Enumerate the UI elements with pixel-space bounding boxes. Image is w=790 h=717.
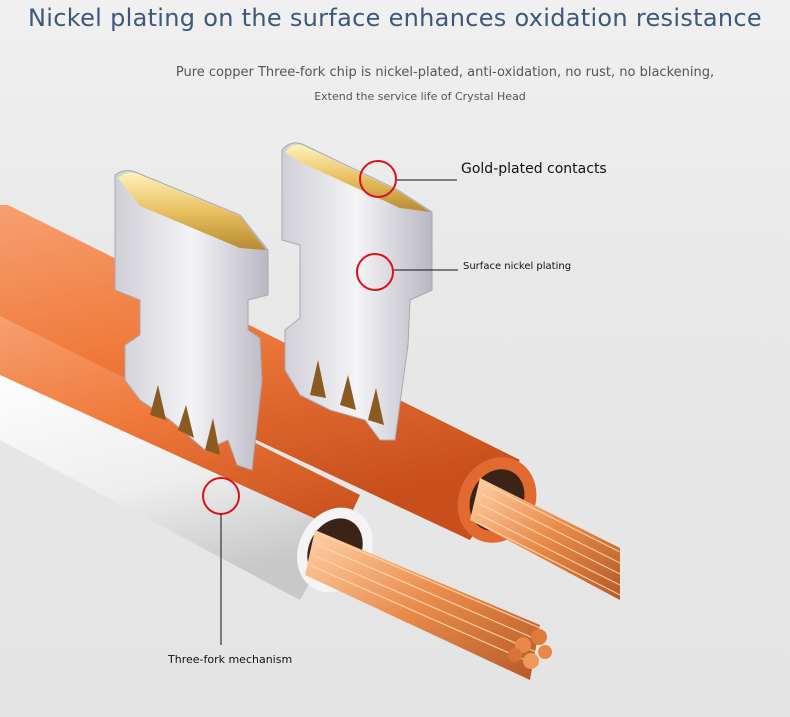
right-contact-blade [281,142,433,441]
subtitle-line-2: Extend the service life of Crystal Head [314,90,526,103]
page-title: Nickel plating on the surface enhances o… [28,4,762,32]
three-fork-label: Three-fork mechanism [168,653,293,666]
left-contact-blade [114,170,269,471]
gold-contacts-label: Gold-plated contacts [461,161,607,177]
lower-copper-strands [305,530,552,680]
nickel-plating-label: Surface nickel plating [463,261,572,272]
subtitle-line-1: Pure copper Three-fork chip is nickel-pl… [175,65,715,80]
gold-contacts-marker [359,160,457,198]
three-fork-marker [202,477,240,645]
upper-cable-end [457,457,621,600]
nickel-plating-marker [356,253,458,291]
